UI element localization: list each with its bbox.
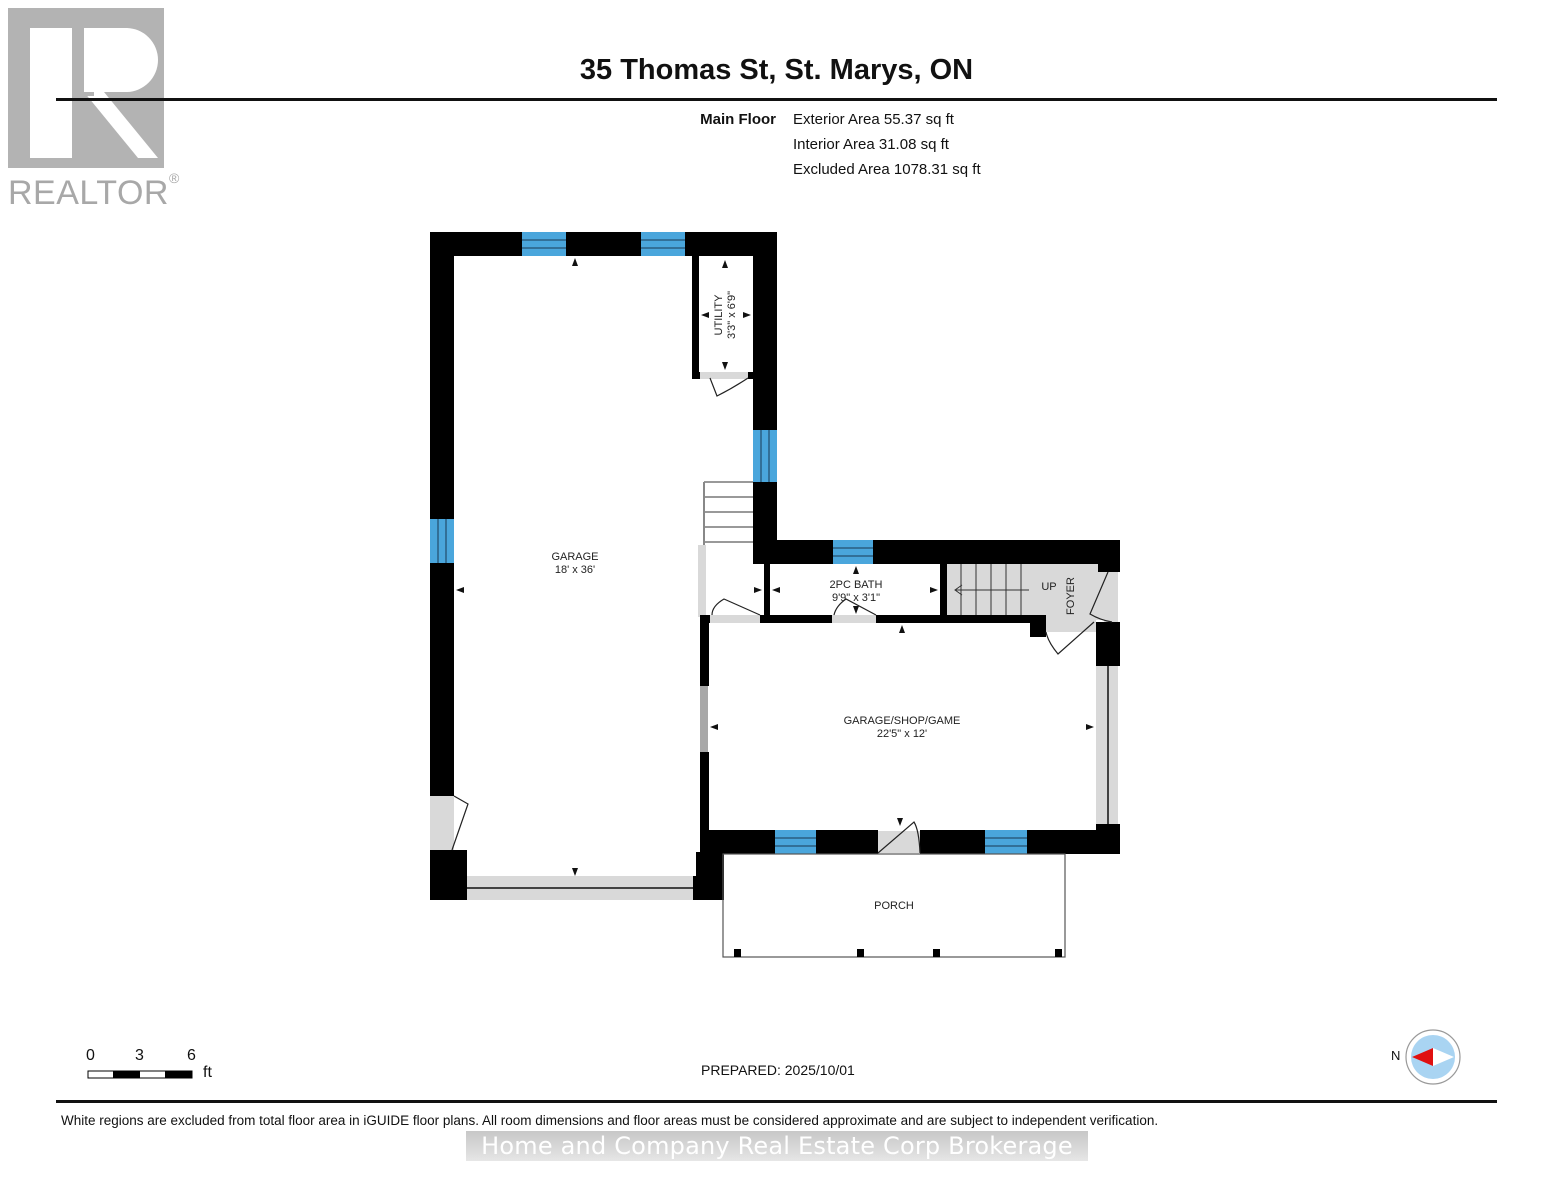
scale-tick-6: 6 xyxy=(187,1047,196,1064)
room-garage-name: GARAGE xyxy=(551,551,598,563)
brokerage-watermark: Home and Company Real Estate Corp Broker… xyxy=(466,1131,1088,1161)
window-icon xyxy=(430,519,454,563)
footer-divider xyxy=(56,1100,1497,1103)
realtor-wordmark: REALTOR® xyxy=(8,170,180,212)
room-utility-name: UTILITY xyxy=(713,294,725,336)
scale-tick-3: 3 xyxy=(135,1047,144,1064)
room-utility-dims: 3'3" x 6'9" xyxy=(726,291,738,339)
realtor-r-mark-icon xyxy=(8,8,164,168)
window-icon xyxy=(833,540,873,564)
exterior-area: Exterior Area 55.37 sq ft xyxy=(793,111,954,128)
window-icon xyxy=(753,430,777,482)
title-divider xyxy=(56,98,1497,101)
room-foyer-name: FOYER xyxy=(1065,577,1077,615)
scale-unit: ft xyxy=(203,1064,212,1081)
compass-north-label: N xyxy=(1391,1048,1401,1063)
room-shop-dims: 22'5" x 12' xyxy=(877,728,927,740)
porch-outline xyxy=(722,853,1066,958)
disclaimer-text: White regions are excluded from total fl… xyxy=(61,1113,1159,1128)
window-icon xyxy=(775,830,816,854)
room-porch-name: PORCH xyxy=(874,900,914,912)
room-shop-name: GARAGE/SHOP/GAME xyxy=(844,715,961,727)
dimension-arrows xyxy=(456,258,1094,876)
window-icon xyxy=(985,830,1027,854)
room-bath-name: 2PC BATH xyxy=(830,579,883,591)
door-swings xyxy=(451,377,1113,854)
prepared-date: PREPARED: 2025/10/01 xyxy=(701,1062,855,1078)
interior-area: Interior Area 31.08 sq ft xyxy=(793,136,949,153)
realtor-logo: REALTOR® xyxy=(8,8,179,212)
window-icon xyxy=(522,232,566,256)
floor-label: Main Floor xyxy=(700,111,776,128)
stairs-up-label: UP xyxy=(1041,581,1056,593)
foyer-stairs-icon xyxy=(954,564,1029,615)
windows xyxy=(430,232,1027,854)
room-bath-dims: 9'9" x 3'1" xyxy=(832,592,880,604)
excluded-area: Excluded Area 1078.31 sq ft xyxy=(793,161,981,178)
scale-bar xyxy=(87,1070,193,1079)
room-garage-dims: 18' x 36' xyxy=(555,564,595,576)
scale-tick-0: 0 xyxy=(86,1047,95,1064)
stairs-icon xyxy=(703,481,753,545)
property-title: 35 Thomas St, St. Marys, ON xyxy=(579,54,974,86)
compass-icon xyxy=(1405,1029,1461,1085)
window-icon xyxy=(641,232,685,256)
